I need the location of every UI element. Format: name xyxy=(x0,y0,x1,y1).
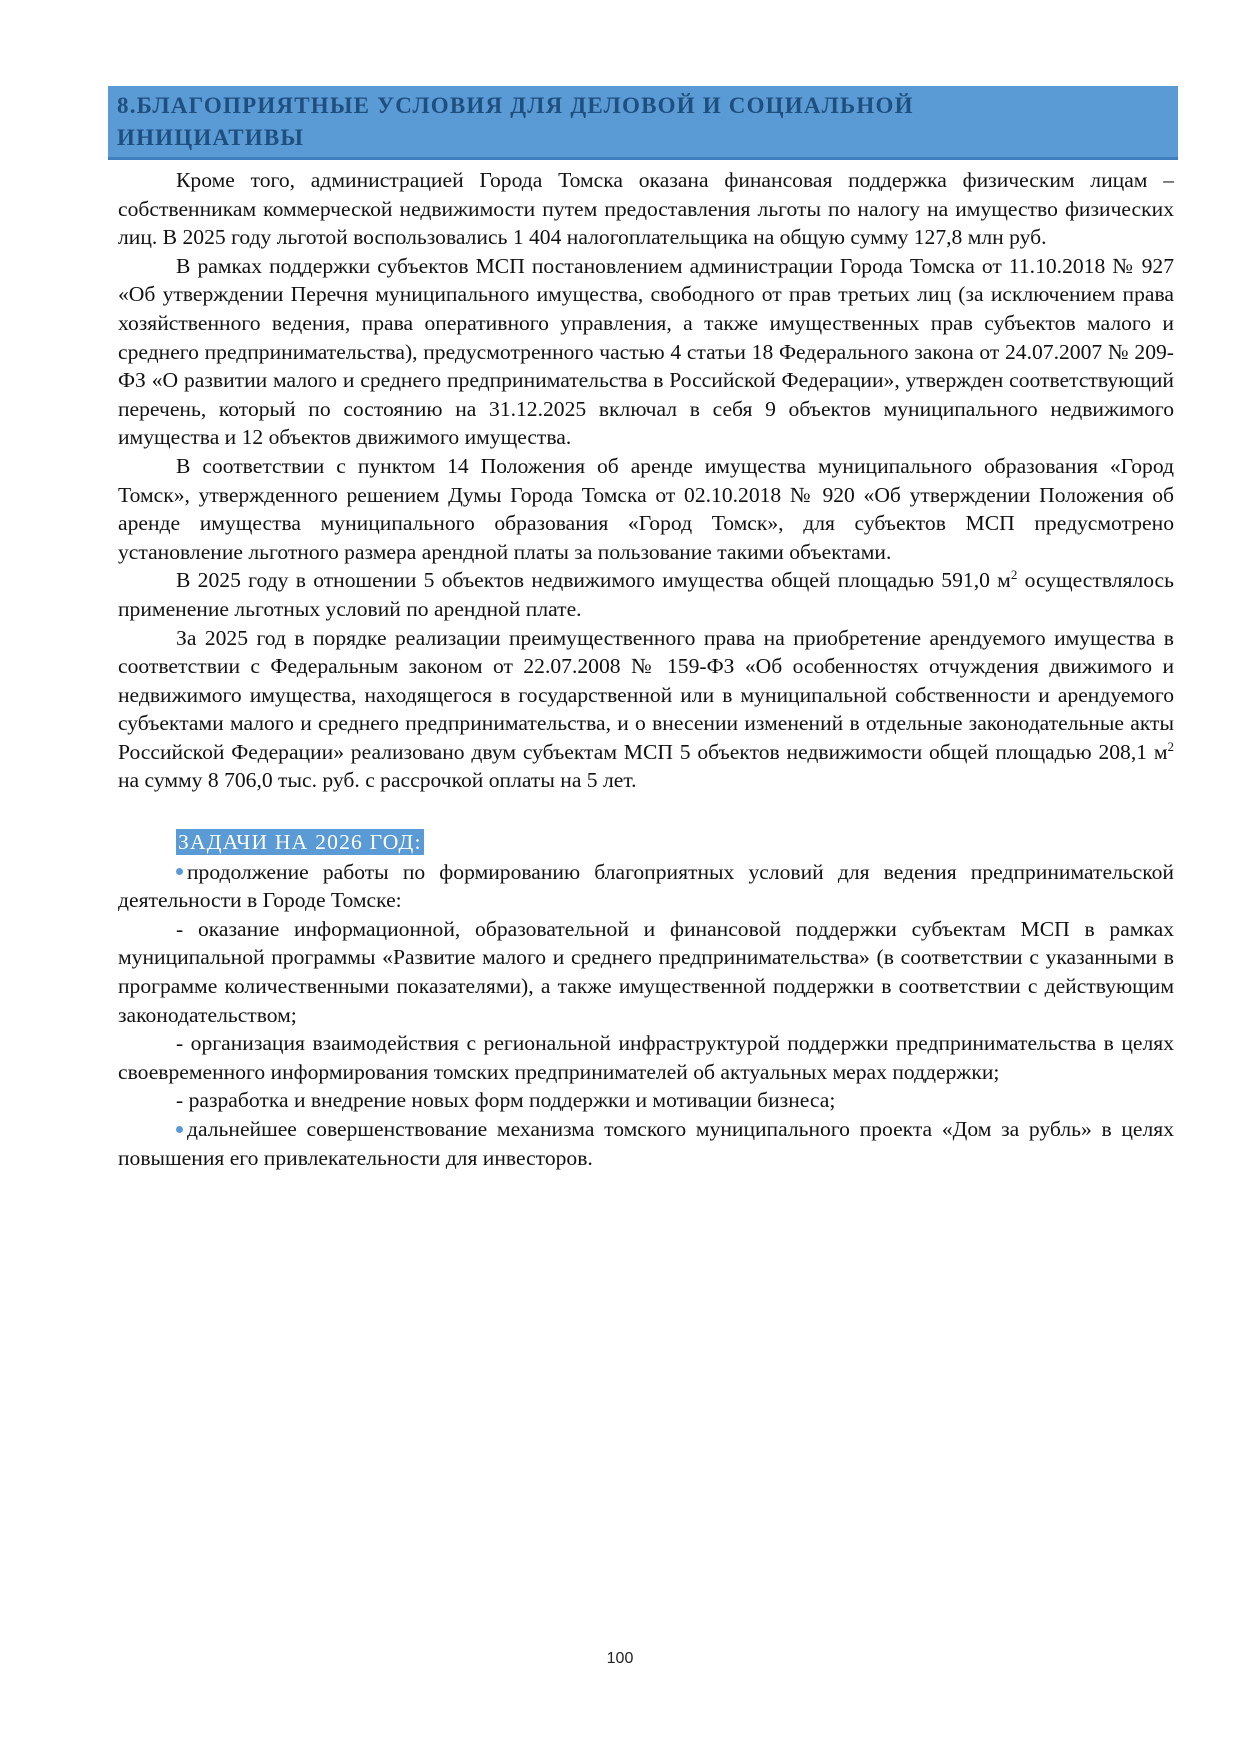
superscript-2: 2 xyxy=(1167,738,1175,754)
task-item-2-text: дальнейшее совершенствование механизма т… xyxy=(118,1117,1174,1170)
task-subitem-1: - оказание информационной, образовательн… xyxy=(118,916,1174,1027)
page-number: 100 xyxy=(606,1650,634,1667)
paragraph-4-text-after: осуществлялось применение льготных услов… xyxy=(118,568,1174,621)
paragraph-4-text-before: В 2025 году в отношении 5 объектов недви… xyxy=(176,568,1011,593)
tasks-title: ЗАДАЧИ НА 2026 ГОД: xyxy=(176,829,424,856)
bullet-icon xyxy=(176,1125,183,1133)
section-heading: 8.БЛАГОПРИЯТНЫЕ УСЛОВИЯ ДЛЯ ДЕЛОВОЙ И СО… xyxy=(108,86,1178,160)
paragraph-5-text-before: За 2025 год в порядке реализации преимущ… xyxy=(118,625,1174,764)
task-subitem-2: - организация взаимодействия с региональ… xyxy=(118,1031,1174,1084)
paragraph-5: За 2025 год в порядке реализации преимущ… xyxy=(118,624,1174,796)
task-subitem-3: - разработка и внедрение новых форм подд… xyxy=(176,1088,836,1113)
task-item-2: дальнейшее совершенствование механизма т… xyxy=(118,1115,1174,1172)
paragraph-4: В 2025 году в отношении 5 объектов недви… xyxy=(118,566,1174,623)
paragraph-1: Кроме того, администрацией Города Томска… xyxy=(118,168,1174,250)
paragraph-3: В соответствии с пунктом 14 Положения об… xyxy=(118,453,1174,564)
paragraph-5-text-after: на сумму 8 706,0 тыс. руб. с рассрочкой … xyxy=(118,768,637,793)
bullet-icon xyxy=(176,868,183,876)
superscript-2: 2 xyxy=(1010,567,1018,583)
tasks-list: продолжение работы по формированию благо… xyxy=(118,858,1174,1173)
paragraph-2: В рамках поддержки субъектов МСП постано… xyxy=(118,253,1174,450)
section-heading-line-2: ИНИЦИАТИВЫ xyxy=(117,125,305,150)
section-heading-line-1: 8.БЛАГОПРИЯТНЫЕ УСЛОВИЯ ДЛЯ ДЕЛОВОЙ И СО… xyxy=(117,93,914,118)
document-body: Кроме того, администрацией Города Томска… xyxy=(118,166,1174,1172)
task-item-1: продолжение работы по формированию благо… xyxy=(118,858,1174,915)
task-item-1-text: продолжение работы по формированию благо… xyxy=(118,859,1174,913)
